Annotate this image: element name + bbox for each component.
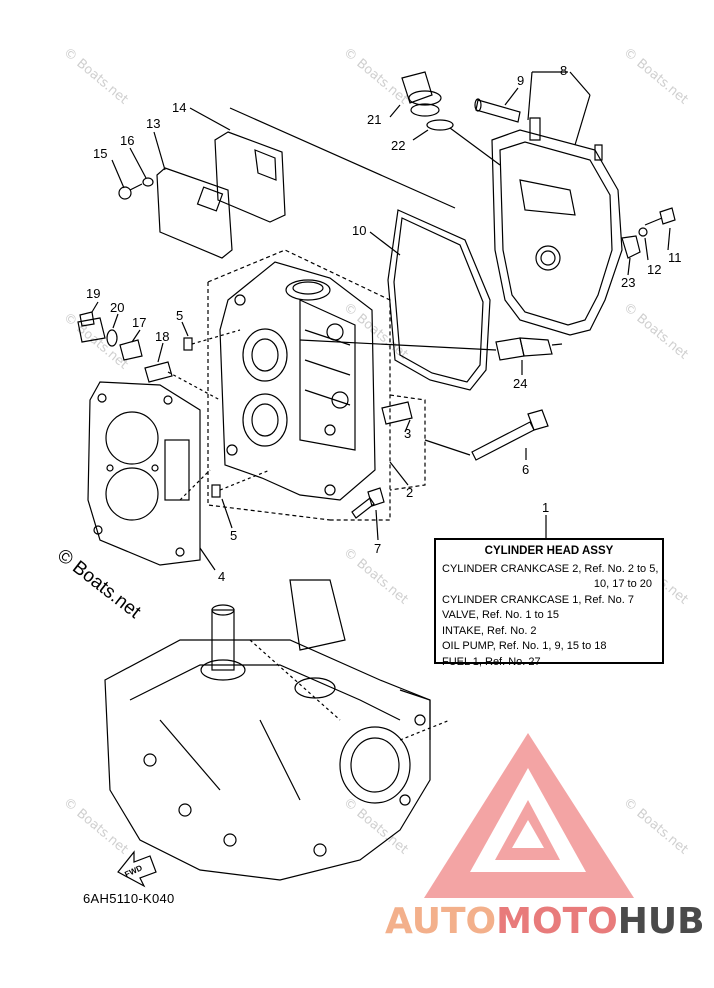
callout-4: 4 [218,569,225,584]
fwd-arrow-icon [117,850,157,888]
callout-8: 8 [560,63,567,78]
crankcase [104,579,451,881]
ref-line: CYLINDER CRANKCASE 1, Ref. No. 7 [442,593,634,606]
callout-20: 20 [110,300,124,315]
callout-24: 24 [513,376,527,391]
callout-10: 10 [352,223,366,238]
cylinder-head-2 [219,261,376,501]
callout-6: 6 [522,462,529,477]
callout-2: 2 [406,485,413,500]
callout-5: 5 [230,528,237,543]
dowel-pin-5 [211,484,221,498]
callout-22: 22 [391,138,405,153]
hose-9 [475,99,521,123]
ref-line: 10, 17 to 20 [593,578,652,590]
callout-16: 16 [120,133,134,148]
gasket-13 [156,167,233,259]
callout-14: 14 [172,100,186,115]
logo-part-hub: HUB [617,901,705,942]
callout-21: 21 [367,112,381,127]
ref-line: OIL PUMP, Ref. No. 1, 9, 15 to 18 [442,640,607,652]
callout-23: 23 [621,275,635,290]
head-gasket-4 [87,381,201,566]
washer-12 [638,227,648,237]
brand-logo-text: AUTOMOTOHUB [385,901,705,942]
callout-9: 9 [517,73,524,88]
bolt-15 [118,183,143,200]
ref-line: CYLINDER CRANKCASE 2, Ref. No. 2 to 5, [442,562,659,575]
bolt-11 [644,207,676,226]
valve-cover-8 [491,117,623,336]
callout-15: 15 [93,146,107,161]
callout-7: 7 [374,541,381,556]
oil-filler-cap-21 [401,71,442,117]
logo-part-moto: MOTO [496,901,618,942]
gasket-14 [214,131,286,223]
bushing-3 [381,401,413,425]
callout-5: 5 [176,308,183,323]
callout-12: 12 [647,262,661,277]
o-ring-22 [426,119,454,131]
logo-part-auto: AUTO [385,901,497,942]
clip-23 [621,235,641,259]
bolt-6 [471,409,549,461]
callout-18: 18 [155,329,169,344]
callout-11: 11 [668,250,682,265]
washer-16 [142,177,154,187]
part-code: 6AH5110-K040 [83,891,175,906]
callout-1: 1 [542,500,549,515]
bolt-18 [144,361,173,383]
reference-box: CYLINDER HEAD ASSY CYLINDER CRANKCASE 2,… [434,538,664,668]
ref-line: INTAKE, Ref. No. 2 [442,624,537,637]
callout-3: 3 [404,426,411,441]
callout-13: 13 [146,116,160,131]
ref-line: FUEL 1, Ref. No. 27 [442,655,541,668]
gasket-10 [387,209,491,391]
o-ring-20 [106,329,118,347]
collar-17 [119,339,143,361]
callout-19: 19 [86,286,100,301]
spark-plug-24 [495,337,563,361]
ref-box-title: CYLINDER HEAD ASSY [484,545,614,557]
ref-line: VALVE, Ref. No. 1 to 15 [442,609,559,621]
callout-17: 17 [132,315,146,330]
dowel-pin-5 [183,337,193,351]
fitting-19 [77,311,106,343]
logo-triangle [424,733,634,898]
bolt-7 [351,487,385,519]
